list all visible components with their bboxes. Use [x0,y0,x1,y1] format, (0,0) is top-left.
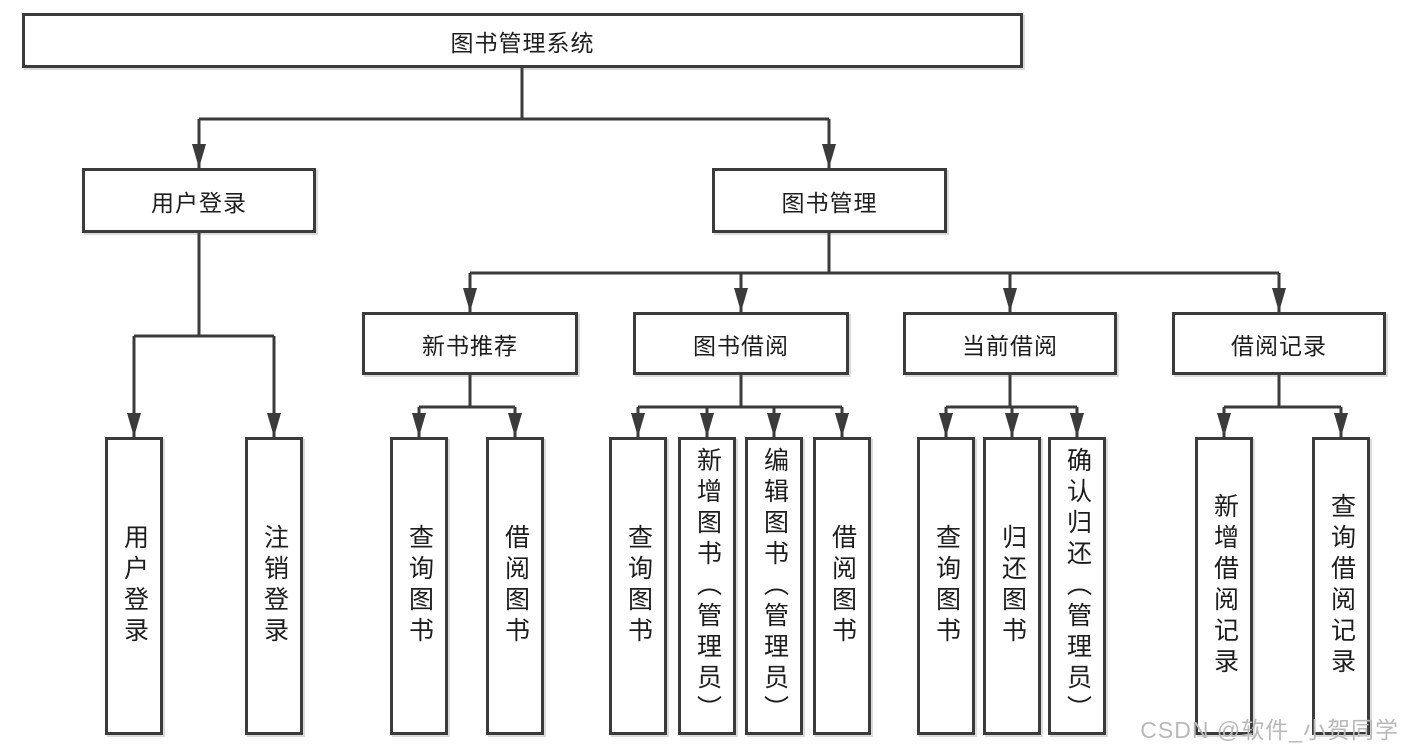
leaf-add-borrow-record: 新增借阅记录 [1195,437,1253,735]
leaf-edit-book-admin: 编辑图书（管理员） [745,437,803,735]
leaf-logout: 注销登录 [245,437,303,735]
node-book-management: 图书管理 [712,168,947,233]
node-root: 图书管理系统 [22,13,1023,68]
node-borrowing-records-label: 借阅记录 [1231,332,1327,359]
leaf-confirm-return-admin: 确认归还（管理员） [1048,437,1106,735]
leaf-borrow-books-recommend: 借阅图书 [486,437,544,735]
leaf-confirm-return-admin-label: 确认归还（管理员） [1063,446,1092,726]
leaf-add-borrow-record-label: 新增借阅记录 [1210,493,1239,679]
leaf-query-books-borrowing: 查询图书 [609,437,667,735]
node-new-book-recommend-label: 新书推荐 [422,332,518,359]
node-book-borrowing-label: 图书借阅 [693,332,789,359]
leaf-add-book-admin-label: 新增图书（管理员） [693,446,722,726]
leaf-add-book-admin: 新增图书（管理员） [678,437,736,735]
leaf-query-books-current: 查询图书 [917,437,975,735]
leaf-logout-label: 注销登录 [260,524,289,648]
node-user-login-label: 用户登录 [151,189,247,216]
leaf-user-login: 用户登录 [105,437,163,735]
node-user-login: 用户登录 [82,168,316,233]
node-book-management-label: 图书管理 [781,189,878,216]
leaf-return-book-label: 归还图书 [998,524,1027,648]
node-new-book-recommend: 新书推荐 [362,312,578,375]
leaf-query-books-recommend: 查询图书 [390,437,448,735]
leaf-borrow-books-label: 借阅图书 [828,524,857,648]
leaf-borrow-books: 借阅图书 [813,437,871,735]
leaf-query-books-borrowing-label: 查询图书 [624,524,653,648]
leaf-query-borrow-record: 查询借阅记录 [1312,437,1370,735]
node-root-label: 图书管理系统 [450,29,595,56]
node-current-borrowing: 当前借阅 [903,312,1117,375]
leaf-query-borrow-record-label: 查询借阅记录 [1327,493,1356,679]
node-borrowing-records: 借阅记录 [1172,312,1386,375]
node-book-borrowing: 图书借阅 [633,312,849,375]
leaf-borrow-books-recommend-label: 借阅图书 [501,524,530,648]
leaf-query-books-recommend-label: 查询图书 [405,524,434,648]
leaf-return-book: 归还图书 [983,437,1041,735]
leaf-user-login-label: 用户登录 [120,524,149,648]
node-current-borrowing-label: 当前借阅 [962,332,1058,359]
leaf-edit-book-admin-label: 编辑图书（管理员） [760,446,789,726]
leaf-query-books-current-label: 查询图书 [932,524,961,648]
csdn-watermark: CSDN @软件_小贺同学 [1140,717,1399,743]
